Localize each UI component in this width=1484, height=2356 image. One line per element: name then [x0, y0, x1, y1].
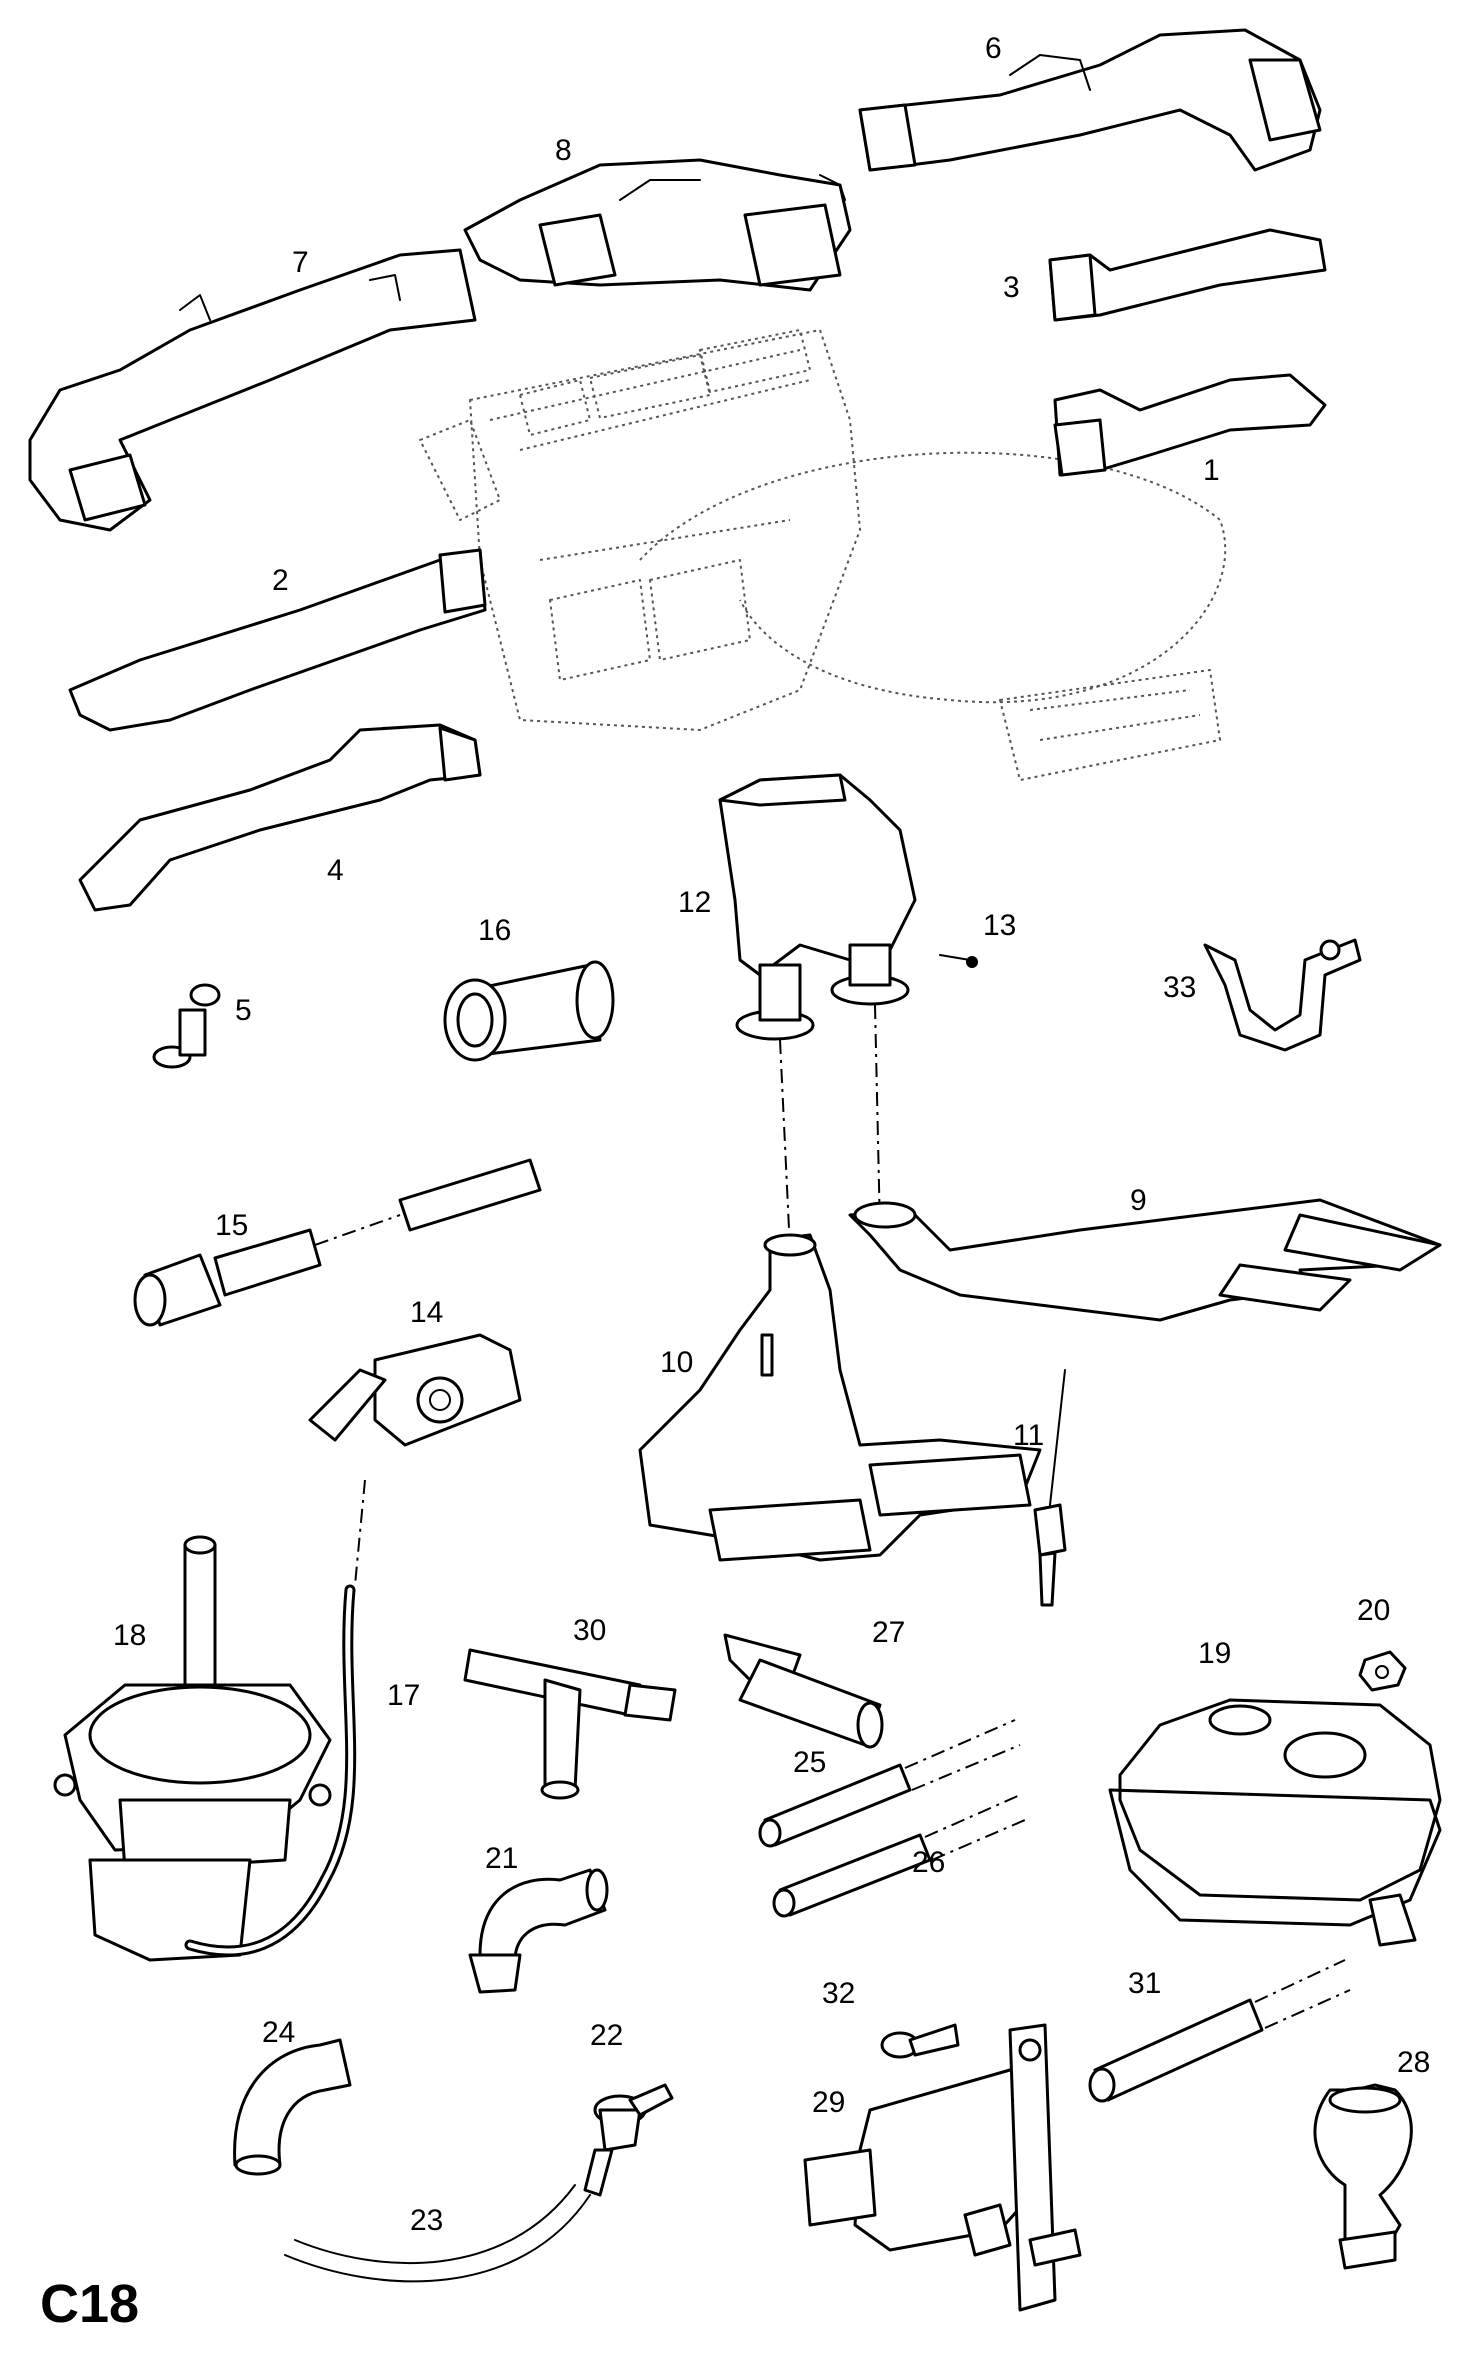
callout-16: 16 [478, 914, 511, 947]
callout-27: 27 [872, 1616, 905, 1649]
callout-19: 19 [1198, 1637, 1231, 1670]
part-3-vent-duct [1048, 228, 1327, 322]
part-14-control-unit [308, 1333, 522, 1447]
part-23-hose [284, 2184, 591, 2283]
callout-18: 18 [113, 1619, 146, 1652]
heater-housing-outline [419, 329, 1227, 781]
part-21-elbow-hose [468, 1868, 609, 1994]
part-33-bracket [1203, 938, 1362, 1052]
part-7-left-duct [28, 248, 477, 532]
part-19-vacuum-reservoir [1108, 1698, 1442, 1947]
part-27-hose-connector [723, 1633, 884, 1749]
callout-15: 15 [215, 1209, 248, 1242]
part-8-center-duct [463, 158, 852, 292]
alignment-line-left [779, 1039, 791, 1251]
callout-32: 32 [822, 1977, 855, 2010]
part-28-hose-clip [1313, 2083, 1413, 2270]
page-code: C18 [40, 2274, 139, 2334]
callout-23: 23 [410, 2204, 443, 2237]
part-15-hose [133, 1158, 542, 1327]
callout-20: 20 [1357, 1594, 1390, 1627]
part-1-vent-duct [1053, 373, 1327, 477]
callout-22: 22 [590, 2019, 623, 2052]
part-6-air-duct [858, 28, 1322, 172]
callout-6: 6 [985, 32, 1002, 65]
part-29-solenoid-valve [803, 2023, 1082, 2312]
part-32-screw [880, 2023, 960, 2059]
callout-1: 1 [1203, 454, 1220, 487]
callout-31: 31 [1128, 1967, 1161, 2000]
part-2-floor-duct [68, 548, 487, 732]
callout-28: 28 [1397, 2046, 1430, 2079]
callout-5: 5 [235, 994, 252, 1027]
callout-24: 24 [262, 2016, 295, 2049]
part-30-t-connector [463, 1648, 677, 1800]
callout-26: 26 [912, 1846, 945, 1879]
callout-14: 14 [410, 1296, 443, 1329]
callout-8: 8 [555, 134, 572, 167]
callout-25: 25 [793, 1746, 826, 1779]
callout-29: 29 [812, 2086, 845, 2119]
part-24-elbow-hose [233, 2038, 352, 2176]
part-16-sleeve [443, 960, 615, 1062]
part-22-check-valve [583, 2083, 674, 2197]
part-31-tube [1088, 1959, 1351, 2103]
part-5-clip [152, 983, 221, 1069]
part-26-tube [772, 1794, 1026, 1918]
part-10-rear-duct [638, 1233, 1042, 1562]
callout-11: 11 [1013, 1419, 1044, 1452]
callout-17: 17 [387, 1679, 420, 1712]
callout-3: 3 [1003, 271, 1020, 304]
callout-9: 9 [1130, 1184, 1147, 1217]
callout-21: 21 [485, 1842, 518, 1875]
callout-30: 30 [573, 1614, 606, 1647]
part-4-floor-duct [78, 723, 482, 912]
part-11-bolt [1033, 1369, 1067, 1607]
callout-4: 4 [327, 854, 344, 887]
part-18-vacuum-actuator [53, 1535, 332, 1962]
callout-7: 7 [292, 246, 309, 279]
part-20-nut [1358, 1650, 1407, 1692]
part-9-rear-duct [848, 1198, 1442, 1322]
part-17-vacuum-hose [184, 1479, 366, 1957]
part-12-duct-connector [718, 773, 917, 1041]
callout-2: 2 [272, 564, 289, 597]
part-13-screw [939, 954, 978, 968]
callout-12: 12 [678, 886, 711, 919]
alignment-line-right [874, 1004, 881, 1231]
callout-33: 33 [1163, 971, 1196, 1004]
callout-10: 10 [660, 1346, 693, 1379]
part-25-tube [758, 1719, 1021, 1848]
callout-13: 13 [983, 909, 1016, 942]
